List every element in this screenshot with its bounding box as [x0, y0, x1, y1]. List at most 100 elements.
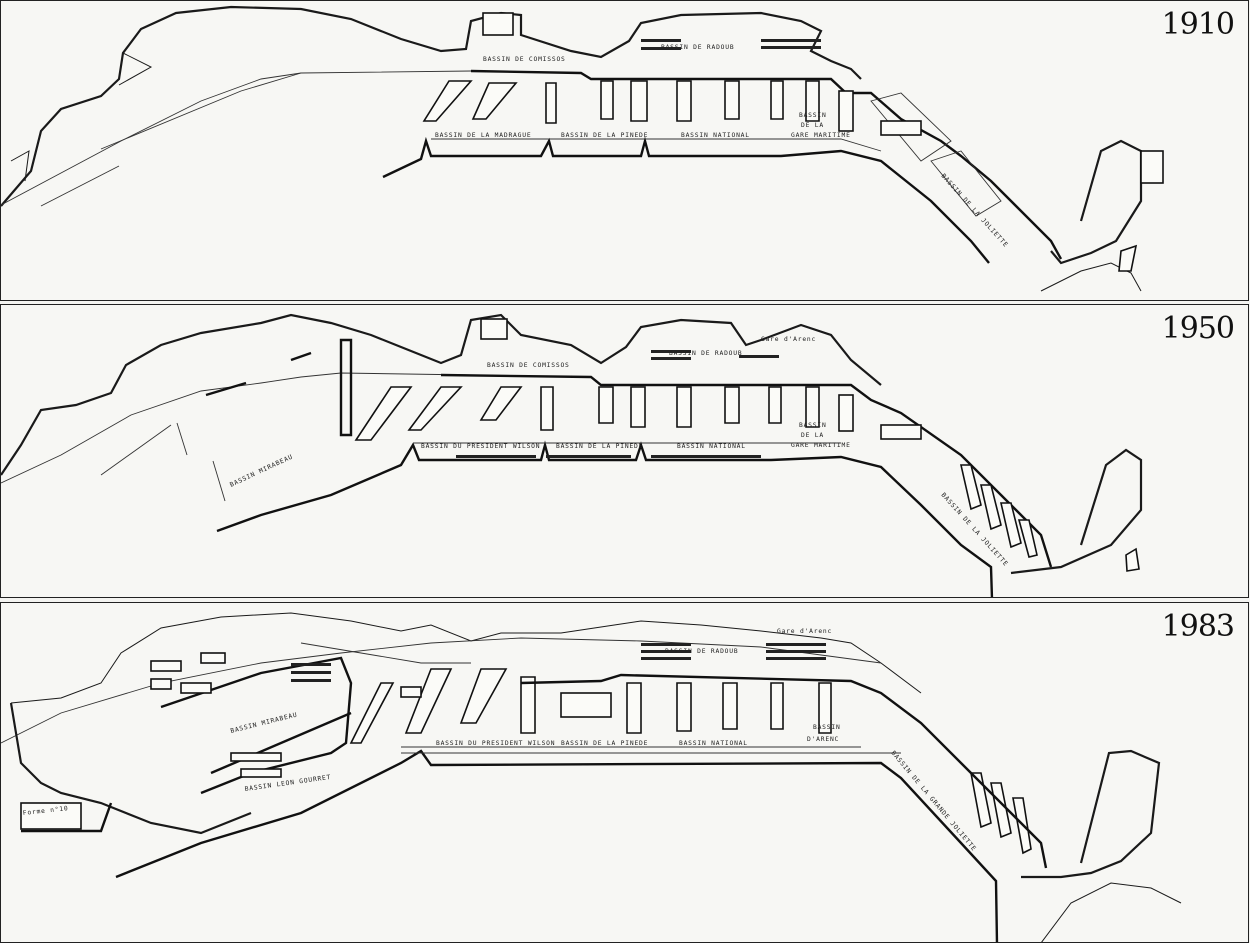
quay-line [470, 69, 1063, 260]
pier [770, 80, 784, 120]
year-label: 1983 [1161, 609, 1235, 644]
coastline-inner [118, 52, 153, 86]
basin-label: BASSIN DE LA PINEDE [556, 443, 643, 450]
year-label: 1950 [1161, 311, 1235, 346]
basin-label: BASSIN [799, 422, 827, 429]
pier [722, 682, 738, 730]
pier [768, 386, 782, 424]
map-panel-1910: 1910 [0, 0, 1249, 301]
basin-label: GARE MARITIME [791, 132, 851, 139]
basin-label: BASSIN NATIONAL [679, 740, 748, 747]
rail-line [40, 165, 120, 207]
basin-label: DE LA [801, 432, 824, 439]
harbor-map: BASSIN DE COMISSOS BASSIN DE RADOUB BASS… [1, 313, 1143, 597]
pier [1017, 519, 1038, 558]
dock-building [838, 394, 854, 432]
quay-line [520, 673, 1048, 869]
warehouse [761, 39, 821, 42]
basin-label: BASSIN MIRABEAU [229, 453, 294, 488]
fort-building [1140, 150, 1164, 184]
fort-island [1010, 448, 1143, 575]
warehouse [560, 692, 612, 718]
pier [805, 80, 820, 122]
quay-line [440, 373, 1053, 568]
small-islet [1118, 244, 1138, 272]
pier [770, 682, 784, 730]
warehouse [651, 357, 691, 360]
shore-detail [1040, 262, 1142, 292]
pier [959, 464, 982, 511]
basin-outline [870, 92, 952, 162]
pier [970, 772, 992, 829]
place-label: Gare d'Arenc [761, 336, 816, 343]
basin-label: D'ARENC [807, 736, 839, 743]
warehouse [641, 643, 691, 646]
mirabeau-jetty [290, 351, 312, 362]
rail-line [100, 424, 172, 476]
basin-label: BASSIN DE LA PINEDE [561, 132, 648, 139]
warehouse [766, 650, 826, 653]
warehouse [150, 678, 172, 690]
quay-shed [456, 455, 536, 458]
pier [818, 682, 832, 734]
quay-line [21, 802, 113, 833]
harbor-map: BASSIN DE COMISSOS BASSIN DE RADOUB BASS… [1, 5, 1164, 292]
fort-island [1021, 749, 1161, 879]
warehouse [230, 752, 282, 762]
warehouse [641, 39, 681, 42]
pier [979, 484, 1002, 531]
pier [999, 502, 1022, 549]
pier [349, 682, 395, 744]
warehouse [641, 657, 691, 660]
basin-label: BASSIN DU PRESIDENT WILSON [436, 740, 555, 747]
basin-label: BASSIN DU PRESIDENT WILSON [421, 443, 540, 450]
basin-label: BASSIN DE RADOUB [669, 350, 742, 357]
rail-line [100, 72, 302, 150]
pier [600, 80, 614, 120]
basin-label: BASSIN MIRABEAU [230, 711, 299, 734]
warehouse [400, 686, 422, 698]
breakwater [216, 440, 994, 597]
pier [520, 676, 536, 734]
warehouse [641, 650, 691, 653]
basin-label: DE LA [801, 122, 824, 129]
pier [626, 682, 642, 734]
pier [598, 386, 614, 424]
quay-shed [651, 455, 761, 458]
basin-label: BASSIN DE LA PINEDE [561, 740, 648, 747]
breakwater [382, 136, 990, 264]
warehouse [766, 657, 826, 660]
pier [422, 80, 473, 122]
basin-label: BASSIN NATIONAL [677, 443, 746, 450]
small-islet [1125, 547, 1140, 572]
warehouse [240, 768, 282, 778]
shore-detail [1041, 882, 1182, 942]
dry-dock [20, 802, 82, 830]
coastline-inner [10, 150, 30, 182]
pier [630, 80, 648, 122]
pier [407, 386, 463, 431]
dock-building [880, 120, 922, 136]
map-panel-1950: 1950 [0, 304, 1249, 598]
basin-label: BASSIN DE RADOUB [665, 648, 738, 655]
fort-building [480, 318, 508, 340]
year-label: 1910 [1161, 7, 1235, 42]
pier [404, 668, 453, 734]
fort-building [482, 12, 514, 36]
pier [676, 682, 692, 732]
fort-island [1050, 139, 1143, 265]
coastline [1, 5, 862, 207]
basin-label: BASSIN [799, 112, 827, 119]
pier [540, 386, 554, 431]
place-label: Gare d'Arenc [777, 628, 832, 635]
basin-label: BASSIN DE RADOUB [661, 44, 734, 51]
breakwater [115, 749, 999, 942]
pier [805, 386, 820, 428]
warehouse [200, 652, 226, 664]
coastline [1, 313, 882, 476]
rail-line [300, 642, 471, 664]
pier [630, 386, 646, 428]
coastline [9, 702, 252, 835]
warehouse [739, 355, 779, 358]
quay-shed [546, 455, 631, 458]
